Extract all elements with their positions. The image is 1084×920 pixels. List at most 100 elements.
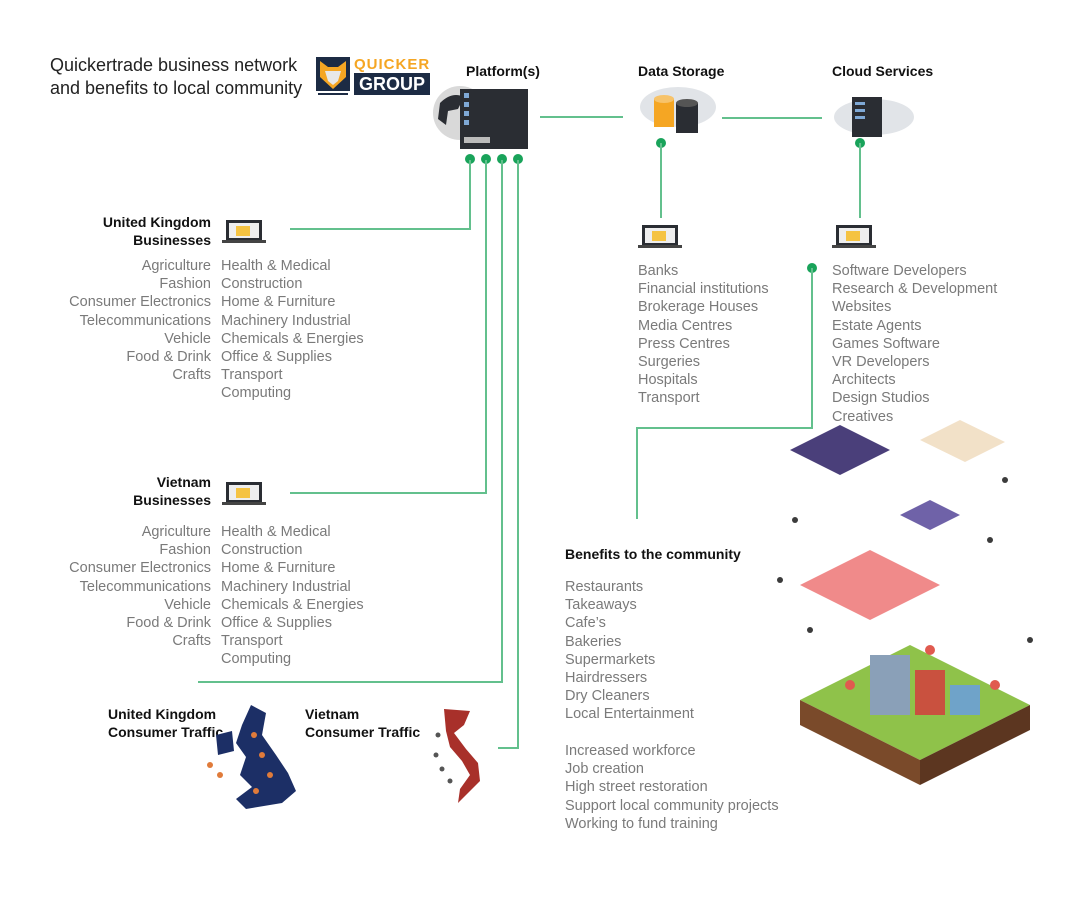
connector-dot [513, 154, 523, 164]
list-item: Financial institutions [638, 281, 769, 298]
platform-server-globe-icon [433, 86, 528, 149]
label-line: Vietnam [156, 474, 211, 490]
list-item: Design Studios [832, 390, 930, 407]
list-item: Health & Medical [221, 524, 331, 540]
list-item: VR Developers [832, 354, 930, 371]
logo-bottom-text: GROUP [354, 73, 430, 95]
list-item: High street restoration [565, 779, 708, 796]
list-item: Websites [832, 299, 892, 316]
connector-vn-business [290, 492, 487, 494]
connector-cloud-list [859, 143, 861, 218]
list-item: Games Software [832, 335, 940, 352]
laptop-folder-icon [222, 220, 266, 243]
list-item: Creatives [832, 408, 894, 425]
connector-vn-business [485, 160, 487, 494]
list-item: Food & Drink [126, 615, 211, 632]
list-item: Architects [832, 372, 896, 389]
list-item: Fashion [159, 542, 211, 559]
list-item: Chemicals & Energies [221, 330, 364, 347]
list-item: Brokerage Houses [638, 299, 759, 316]
laptop-folder-icon [832, 225, 876, 248]
data-storage-cloud-icon [640, 87, 716, 133]
platform-label: Platform(s) [466, 63, 540, 79]
list-item: Crafts [172, 633, 211, 650]
uk-map-crowd-icon [207, 705, 296, 809]
connector-uk-business [290, 228, 471, 230]
list-item: Press Centres [638, 335, 730, 352]
list-item: Vehicle [164, 330, 211, 347]
list-item: Health & Medical [221, 258, 331, 274]
list-item: Telecommunications [79, 578, 211, 595]
connector-storage-cloud [722, 117, 822, 119]
cloud-label: Cloud Services [832, 63, 934, 79]
list-item: Office & Supplies [221, 615, 332, 632]
diagram-title: Quickertrade business network and benefi… [50, 54, 302, 100]
list-item: Agriculture [141, 524, 211, 540]
list-item: Cafe’s [565, 615, 606, 632]
list-item: Computing [221, 385, 292, 402]
laptop-folder-icon [638, 225, 682, 248]
label-line: United Kingdom [102, 214, 211, 230]
list-item: Media Centres [638, 317, 733, 334]
connector-storage-list [660, 143, 662, 218]
list-item: Increased workforce [565, 743, 696, 759]
laptop-folder-icon [222, 482, 266, 505]
label-line: Vietnam [305, 706, 360, 722]
list-item: Support local community projects [565, 797, 779, 814]
list-item: Telecommunications [79, 312, 211, 329]
list-item: Job creation [565, 761, 644, 778]
connector-dot [497, 154, 507, 164]
cloud-services-icon [834, 97, 914, 137]
list-item: Crafts [172, 367, 211, 384]
benefits-title: Benefits to the community [565, 546, 741, 562]
label-line: United Kingdom [108, 706, 217, 722]
list-item: Machinery Industrial [221, 312, 351, 329]
list-item: Agriculture [141, 258, 211, 274]
connector-uk-traffic [198, 681, 503, 683]
list-item: Machinery Industrial [221, 578, 351, 595]
list-item: Estate Agents [832, 317, 922, 334]
list-item: Transport [221, 633, 283, 650]
list-item: Bakeries [565, 633, 622, 650]
vietnam-map-crowd-icon [433, 709, 480, 803]
list-item: Construction [221, 542, 303, 559]
vn-businesses-label: Vietnam Businesses [133, 473, 211, 509]
list-item: Local Entertainment [565, 706, 694, 723]
list-item: Banks [638, 263, 679, 279]
list-item: Construction [221, 276, 303, 293]
connector-benefits [636, 427, 638, 519]
label-line: Consumer Traffic [108, 724, 224, 740]
uk-traffic-label: United Kingdom Consumer Traffic [108, 705, 223, 741]
list-item: Software Developers [832, 263, 967, 279]
list-item: Computing [221, 651, 292, 668]
label-line: Consumer Traffic [305, 724, 421, 740]
title-line-2: and benefits to local community [50, 78, 303, 98]
connector-vn-traffic [498, 747, 519, 749]
uk-businesses-label: United Kingdom Businesses [103, 213, 211, 249]
list-item: Working to fund training [565, 815, 718, 832]
list-item: Consumer Electronics [69, 294, 211, 311]
connector-dot [465, 154, 475, 164]
list-item: Research & Development [832, 281, 998, 298]
community-city-illustration [777, 420, 1033, 785]
title-line-1: Quickertrade business network [50, 55, 298, 75]
list-item: Hospitals [638, 372, 698, 389]
quicker-logo-icon [316, 57, 350, 97]
list-item: Food & Drink [126, 349, 211, 366]
list-item: Surgeries [638, 354, 701, 371]
list-item: Fashion [159, 276, 211, 293]
list-item: Transport [221, 367, 283, 384]
list-item: Takeaways [565, 597, 637, 614]
list-item: Home & Furniture [221, 294, 336, 311]
vn-traffic-label: Vietnam Consumer Traffic [305, 705, 420, 741]
list-item: Consumer Electronics [69, 560, 211, 577]
list-item: Vehicle [164, 596, 211, 613]
